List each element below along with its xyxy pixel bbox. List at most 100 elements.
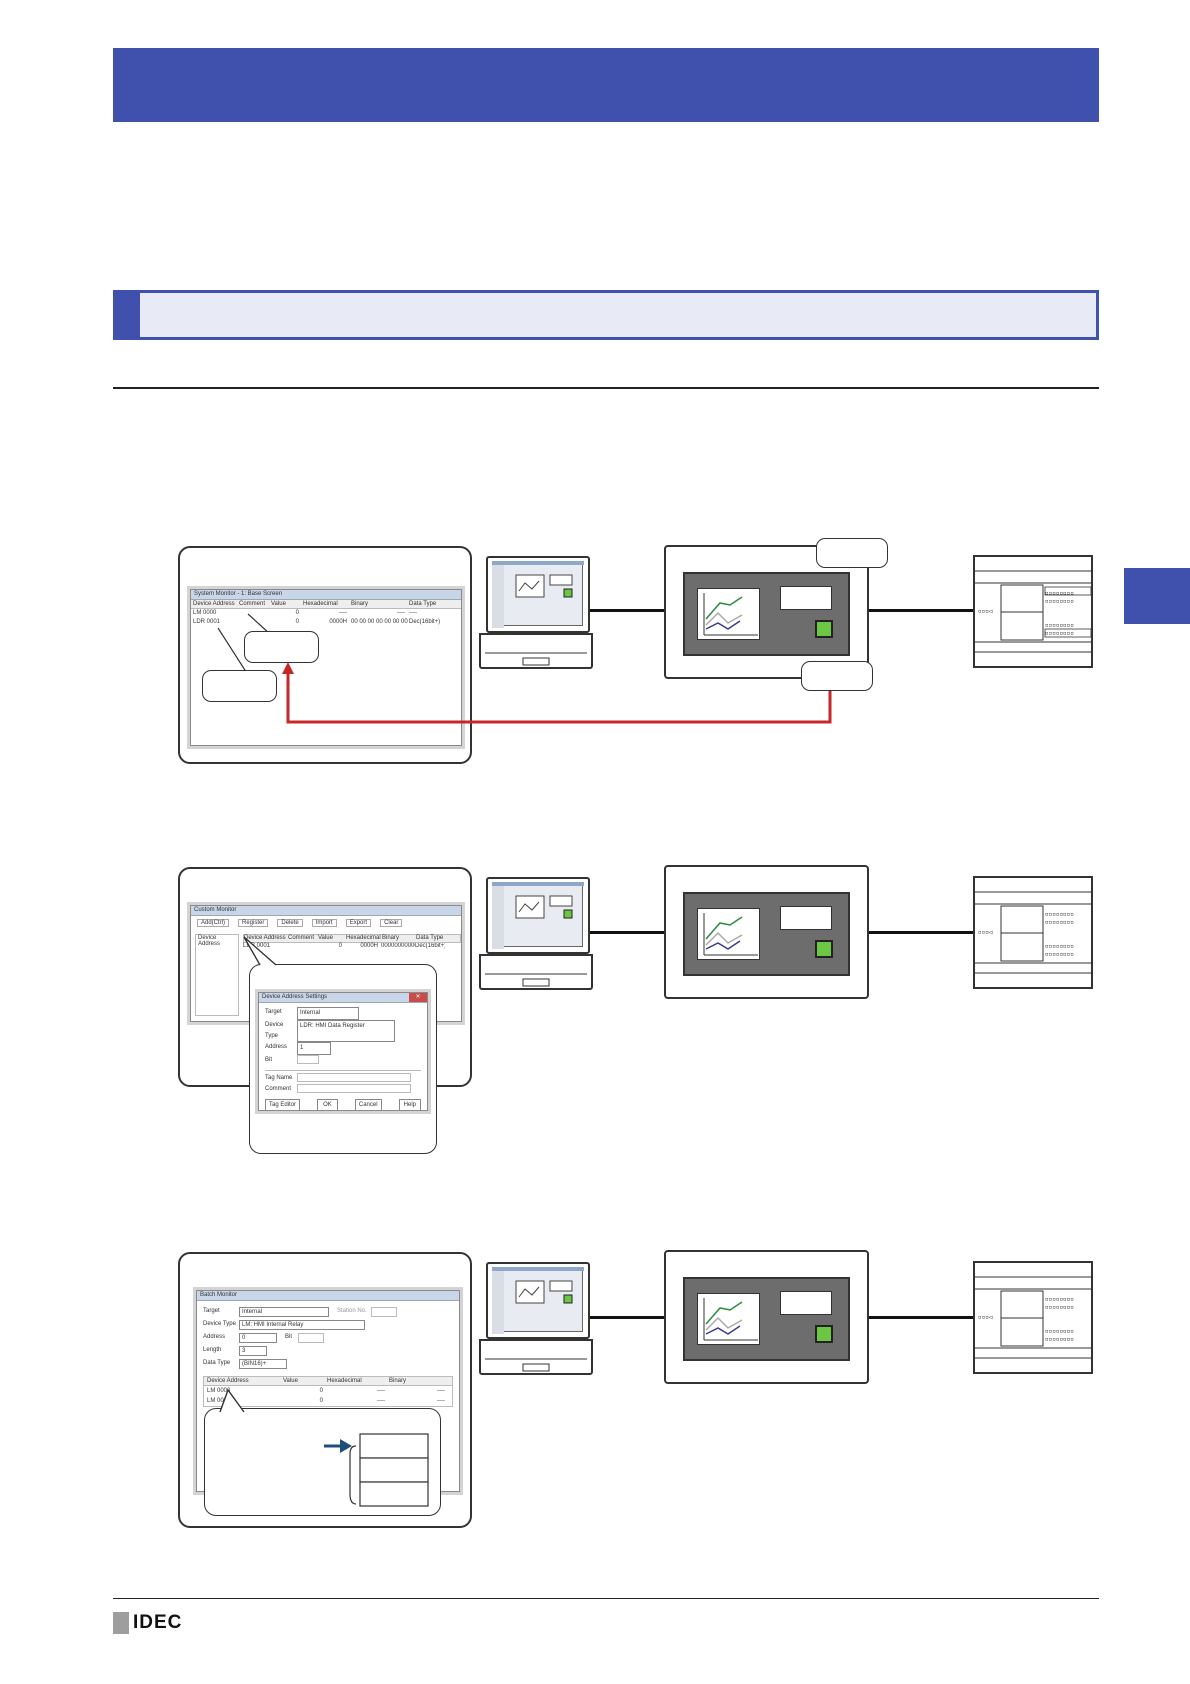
fig2-device-list[interactable]: Device Address: [195, 934, 239, 1016]
hmi-green-button: [815, 620, 833, 638]
length-row: Length 3: [203, 1344, 453, 1357]
field-label: Comment: [265, 1086, 292, 1092]
cell: 0: [338, 943, 342, 949]
bit-row: Bit: [265, 1055, 421, 1066]
section-rule: [113, 387, 1099, 389]
laptop-keyboard-icon: [485, 652, 587, 666]
svg-text:▫▫▫▫▫▫▫▫: ▫▫▫▫▫▫▫▫: [1045, 943, 1074, 950]
laptop-base: [479, 1339, 593, 1375]
fig2-callout-pointer: [243, 936, 277, 966]
cable-hmi-plc: [869, 609, 973, 612]
address-input[interactable]: 1: [297, 1042, 331, 1055]
bit-input[interactable]: [298, 1333, 325, 1343]
station-input[interactable]: [370, 1307, 397, 1317]
svg-text:▫▫▫▫▫▫▫▫: ▫▫▫▫▫▫▫▫: [1045, 1296, 1074, 1303]
logo-mark: [113, 1612, 129, 1634]
fig1-col: Binary: [351, 601, 369, 607]
fig3-callout-pointer: [219, 1388, 245, 1413]
chapter-title-bar: [113, 48, 1099, 122]
cell: ----: [437, 1398, 445, 1404]
table-row[interactable]: LM 0001 0 ---- ----: [204, 1396, 452, 1406]
fig3-word-stack-icon: [324, 1433, 429, 1507]
device-type-row: Device Type LM: HMI Internal Relay: [203, 1318, 453, 1331]
laptop-base: [479, 633, 593, 669]
idec-logo: IDEC: [113, 1612, 182, 1634]
clear-button[interactable]: Clear: [380, 919, 403, 927]
fig2-header-row: Device Address Comment Value Hexadecimal…: [243, 934, 461, 943]
table-row[interactable]: LDR 0001 0 0000H 00 00 00 00 00 00 00 00…: [191, 618, 461, 627]
cancel-button[interactable]: Cancel: [354, 1099, 382, 1110]
cell: ----: [377, 1388, 385, 1394]
cell: LM 0000: [207, 1388, 231, 1394]
tag-editor-button[interactable]: Tag Editor: [265, 1099, 301, 1110]
cell: LDR 0001: [193, 619, 221, 625]
device-type-select[interactable]: LM: HMI Internal Relay: [239, 1320, 365, 1330]
cell: Dec(16bit+): [409, 619, 441, 625]
logo-text: IDEC: [133, 1612, 183, 1633]
import-button[interactable]: Import: [311, 919, 337, 927]
field-label: Device Type: [265, 1022, 284, 1039]
hmi-display-callout: [816, 538, 888, 568]
cell: 0: [319, 1388, 323, 1394]
target-select[interactable]: Internal: [297, 1007, 359, 1020]
cell: LDR 0001: [243, 943, 271, 949]
register-button[interactable]: Register: [238, 919, 269, 927]
field-label: Bit: [265, 1057, 273, 1063]
address-input[interactable]: 0: [239, 1333, 277, 1343]
field-label: Device Type: [203, 1321, 236, 1327]
table-row[interactable]: LM 0000 0 ---- ----: [204, 1386, 452, 1396]
length-input[interactable]: 3: [239, 1346, 267, 1356]
hmi-button-callout: [801, 661, 873, 691]
svg-text:▫▫▫▫▫▫▫▫: ▫▫▫▫▫▫▫▫: [1045, 1328, 1074, 1335]
field-label: Data Type: [203, 1360, 231, 1366]
fig3-col: Device Address: [207, 1378, 249, 1384]
target-row: Target Internal Station No.: [203, 1305, 453, 1318]
dialog-titlebar: Device Address Settings ✕: [259, 993, 427, 1003]
bit-label: Bit: [285, 1334, 293, 1340]
fig1-system-monitor-window: System Monitor - 1: Base Screen Device A…: [190, 589, 462, 746]
fig2-toolbar: Add(Ctrl) Register Delete Import Export …: [191, 916, 461, 930]
fig1-col: Value: [271, 601, 286, 607]
table-row[interactable]: LDR 0001 0 0000H 00000000000 Dec(16bit+): [243, 943, 461, 950]
svg-text:▫▫▫◁: ▫▫▫◁: [978, 929, 993, 936]
tag-name-input[interactable]: [297, 1073, 411, 1082]
cell: ----: [397, 610, 405, 616]
svg-text:▫▫▫▫▫▫▫▫: ▫▫▫▫▫▫▫▫: [1045, 1304, 1074, 1311]
fig1-window-title: System Monitor - 1: Base Screen: [191, 590, 461, 600]
ok-button[interactable]: OK: [317, 1099, 338, 1110]
data-type-row: Data Type (BIN16)+: [203, 1357, 453, 1370]
cable-hmi-plc: [869, 931, 973, 934]
device-type-select[interactable]: LDR: HMI Data Register: [297, 1020, 395, 1042]
bit-input[interactable]: [297, 1055, 319, 1064]
cell: 0: [319, 1398, 323, 1404]
dialog-buttons: Tag Editor OK Cancel Help: [265, 1099, 421, 1110]
help-button[interactable]: Help: [398, 1099, 421, 1110]
svg-text:▫▫▫▫▫▫▫▫: ▫▫▫▫▫▫▫▫: [1045, 1336, 1074, 1343]
plc-detail-icon: ▫▫▫◁ ▫▫▫▫▫▫▫▫ ▫▫▫▫▫▫▫▫ ▫▫▫▫▫▫▫▫ ▫▫▫▫▫▫▫▫: [973, 570, 1093, 653]
cell: Dec(16bit+): [415, 943, 445, 949]
target-select[interactable]: Internal: [239, 1307, 329, 1317]
field-label: Tag Name: [265, 1075, 293, 1081]
laptop-keyboard-icon: [485, 1358, 587, 1372]
dialog-title: Device Address Settings: [262, 994, 328, 1000]
station-label: Station No.: [337, 1308, 367, 1314]
laptop-keyboard-icon: [485, 973, 587, 987]
laptop-base: [479, 954, 593, 990]
close-icon[interactable]: ✕: [409, 993, 427, 1002]
cell: ----: [377, 1398, 385, 1404]
comment-input[interactable]: [297, 1084, 411, 1093]
data-type-select[interactable]: (BIN16)+: [239, 1359, 287, 1369]
table-row[interactable]: LM 0000 0 ---- ---- ----: [191, 609, 461, 618]
plc-detail-icon: ▫▫▫◁ ▫▫▫▫▫▫▫▫ ▫▫▫▫▫▫▫▫ ▫▫▫▫▫▫▫▫ ▫▫▫▫▫▫▫▫: [973, 1276, 1093, 1359]
cell: ----: [409, 610, 417, 616]
hmi-display-box: [780, 586, 832, 610]
fig2-col: Binary: [382, 935, 400, 941]
svg-text:▫▫▫◁: ▫▫▫◁: [978, 608, 993, 615]
delete-button[interactable]: Delete: [277, 919, 303, 927]
add-button[interactable]: Add(Ctrl): [197, 919, 230, 927]
export-button[interactable]: Export: [345, 919, 372, 927]
fig1-address-callout: [202, 670, 277, 702]
laptop-ui-icon: [492, 561, 584, 628]
fig1-comment-callout: [244, 631, 319, 663]
